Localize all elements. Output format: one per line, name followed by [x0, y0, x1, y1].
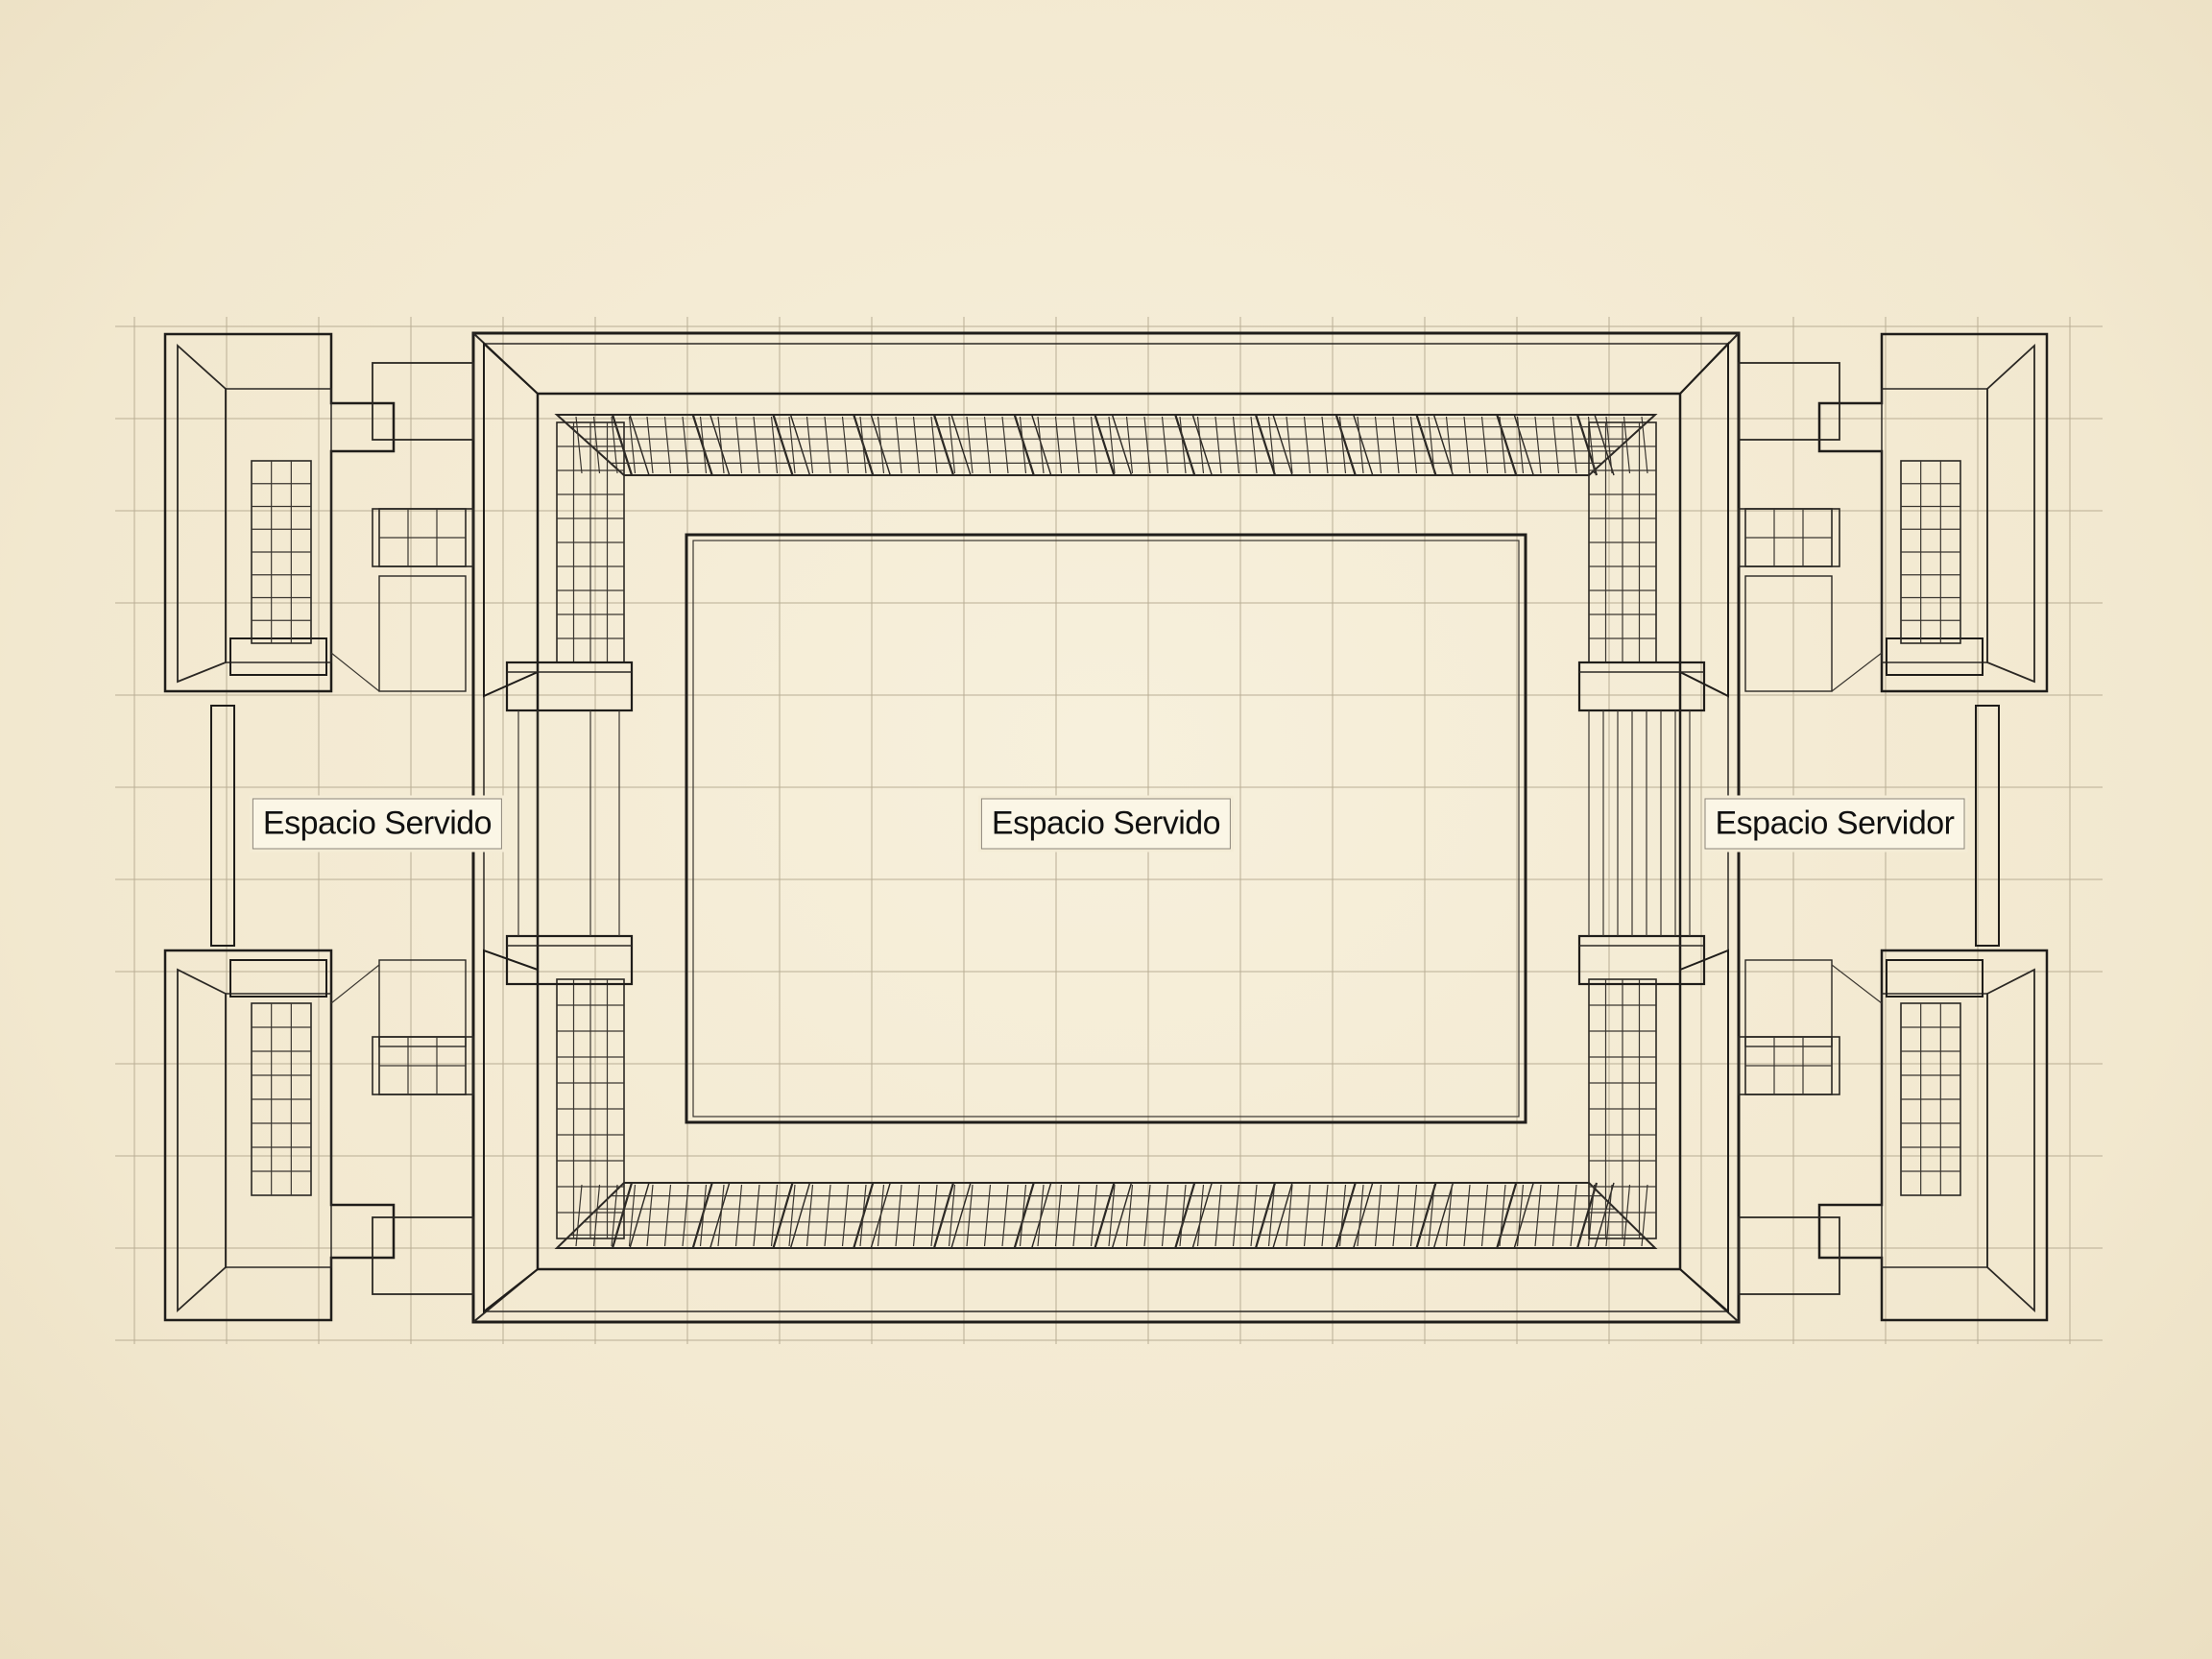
label-center-space: Espacio Servido [980, 798, 1232, 850]
left-wing [163, 332, 474, 1322]
right-wing-window-grids [1744, 460, 1961, 1196]
right-wing [1738, 332, 2049, 1322]
label-left-space: Espacio Servido [252, 798, 503, 850]
label-right-space: Espacio Servidor [1704, 798, 1965, 850]
skylight-band-top [570, 414, 1648, 476]
tower-window-grids [556, 421, 1657, 1239]
skylight-band-bottom [570, 1182, 1648, 1249]
left-wing-window-grids [251, 460, 467, 1196]
